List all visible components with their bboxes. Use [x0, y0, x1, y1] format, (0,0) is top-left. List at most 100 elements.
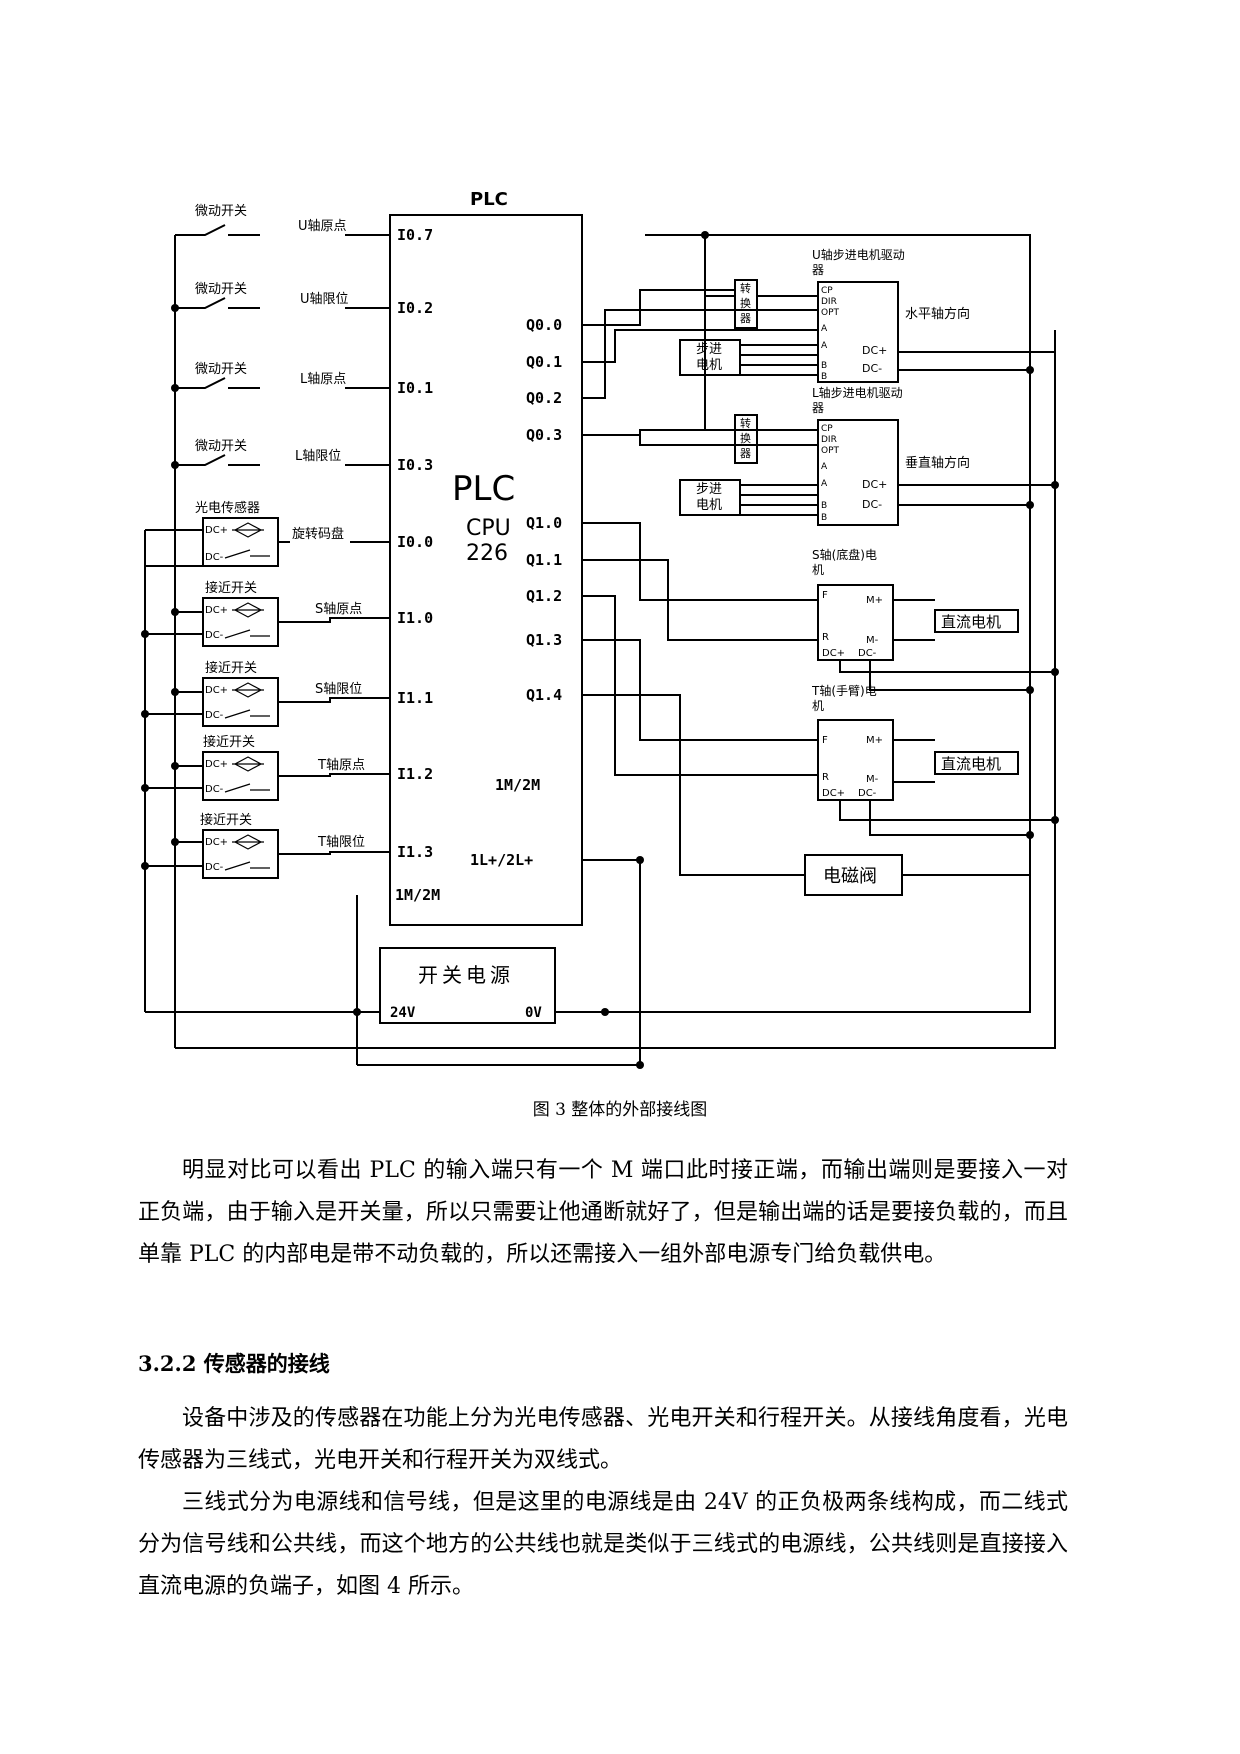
u-driver-title: U轴步进电机驱动器 [812, 248, 905, 277]
driver-dc-plus: DC+ [862, 344, 887, 357]
stepper-motor-u [679, 339, 741, 376]
driver-pin: DIR [821, 297, 837, 307]
motor-pin-dcp: DC+ [822, 788, 845, 799]
driver-pin: B [821, 513, 827, 523]
driver-dc-minus: DC- [862, 498, 882, 511]
sensor-dc-plus: DC+ [205, 525, 228, 536]
stepper-motor-l [679, 479, 741, 516]
output-terminal: Q0.1 [526, 353, 562, 371]
input-terminal: I0.1 [397, 379, 433, 397]
paragraph-3: 三线式分为电源线和信号线，但是这里的电源线是由 24V 的正负极两条线构成，而二… [138, 1490, 1068, 1599]
converter-l [734, 414, 758, 464]
dc-motor-s [934, 609, 1019, 633]
common-right: 1M/2M [495, 776, 540, 794]
cpu-label-1: CPU [466, 516, 511, 541]
sensor-dc-minus: DC- [205, 862, 224, 873]
driver-l [817, 419, 899, 526]
driver-pin: CP [821, 286, 833, 296]
switch-label: 微动开关 [195, 204, 247, 219]
driver-pin: CP [821, 424, 833, 434]
motor-pin-mp: M+ [866, 735, 883, 746]
motor-pin-dcm: DC- [858, 788, 877, 799]
driver-dc-plus: DC+ [862, 478, 887, 491]
input-terminal: I0.0 [397, 533, 433, 551]
u-direction: 水平轴方向 [905, 306, 970, 322]
driver-pin: OPT [821, 308, 840, 318]
output-terminal: Q1.0 [526, 514, 562, 532]
switch-label: 微动开关 [195, 439, 247, 454]
motor-pin-r: R [822, 772, 829, 783]
sensor-dc-plus: DC+ [205, 685, 228, 696]
power-right: 1L+/2L+ [470, 851, 533, 869]
power-supply-label: 开关电源 [418, 963, 514, 987]
sensor-dc-plus: DC+ [205, 605, 228, 616]
stepper-motor-l-text: 步进电机 [696, 482, 723, 513]
output-terminal: Q1.4 [526, 686, 562, 704]
solenoid-label: 电磁阀 [823, 866, 877, 887]
switch-label: 接近开关 [205, 660, 257, 676]
signal-label: T轴限位 [317, 835, 365, 850]
psu-0v: 0V [525, 1005, 542, 1021]
driver-pin: B [821, 501, 827, 511]
signal-label: 旋转码盘 [292, 526, 344, 542]
sensor-dc-minus: DC- [205, 710, 224, 721]
driver-pin: B [821, 372, 827, 382]
sensor-dc-minus: DC- [205, 552, 224, 563]
driver-pin: A [821, 341, 828, 351]
output-terminal: Q0.2 [526, 389, 562, 407]
psu-24v: 24V [390, 1005, 416, 1021]
motor-pin-dcm: DC- [858, 648, 877, 659]
paragraph-1: 明显对比可以看出 PLC 的输入端只有一个 M 端口此时接正端，而输出端则是要接… [138, 1158, 1068, 1267]
signal-label: L轴限位 [295, 449, 341, 464]
stepper-motor-u-text: 步进电机 [696, 342, 723, 373]
sensor-dc-plus: DC+ [205, 759, 228, 770]
motor-pin-mm: M- [866, 774, 879, 785]
dc-motor-t-label: 直流电机 [941, 755, 1001, 773]
output-terminal: Q1.2 [526, 587, 562, 605]
plc-box [389, 214, 583, 926]
s-motor-title: S轴(底盘)电机 [812, 548, 877, 577]
figure-caption: 图 3 整体的外部接线图 [532, 1100, 708, 1120]
t-motor-title: T轴(手臂)电机 [812, 684, 877, 713]
plc-center-label: PLC [452, 469, 515, 509]
l-driver-title: L轴步进电机驱动器 [812, 386, 903, 415]
input-terminal: I1.0 [397, 609, 433, 627]
input-terminal: I1.1 [397, 689, 433, 707]
input-terminal: I1.3 [397, 843, 433, 861]
driver-dc-minus: DC- [862, 362, 882, 375]
power-supply-box [379, 947, 556, 1024]
dc-motor-t [934, 751, 1019, 775]
l-direction: 垂直轴方向 [905, 455, 970, 471]
switch-label: 接近开关 [205, 580, 257, 596]
motor-pin-dcp: DC+ [822, 648, 845, 659]
driver-pin: A [821, 462, 828, 472]
sensor-dc-minus: DC- [205, 630, 224, 641]
driver-pin: B [821, 361, 827, 371]
signal-label: L轴原点 [300, 372, 346, 387]
sensor-dc-plus: DC+ [205, 837, 228, 848]
driver-pin: DIR [821, 435, 837, 445]
signal-label: T轴原点 [317, 758, 365, 773]
plc-top-label: PLC [470, 189, 508, 210]
converter-l-text: 转换器 [740, 417, 751, 460]
output-terminal: Q1.1 [526, 551, 562, 569]
motor-pin-r: R [822, 632, 829, 643]
motor-pin-f: F [822, 735, 828, 746]
switch-label: 光电传感器 [195, 500, 260, 516]
motor-pin-mm: M- [866, 635, 879, 646]
driver-pin: A [821, 324, 828, 334]
input-terminal: I0.7 [397, 226, 433, 244]
motor-pin-mp: M+ [866, 595, 883, 606]
signal-label: S轴原点 [315, 602, 362, 617]
cpu-label-2: 226 [466, 541, 508, 566]
driver-pin: OPT [821, 446, 840, 456]
driver-u [817, 281, 899, 383]
motor-driver-t [817, 719, 894, 801]
paragraph-2: 设备中涉及的传感器在功能上分为光电传感器、光电开关和行程开关。从接线角度看，光电… [138, 1406, 1068, 1473]
switch-label: 接近开关 [203, 734, 255, 750]
switch-label: 微动开关 [195, 362, 247, 377]
output-terminal: Q1.3 [526, 631, 562, 649]
section-heading: 3.2.2 传感器的接线 [138, 1351, 330, 1376]
output-terminal: Q0.0 [526, 316, 562, 334]
switch-label: 接近开关 [200, 812, 252, 828]
